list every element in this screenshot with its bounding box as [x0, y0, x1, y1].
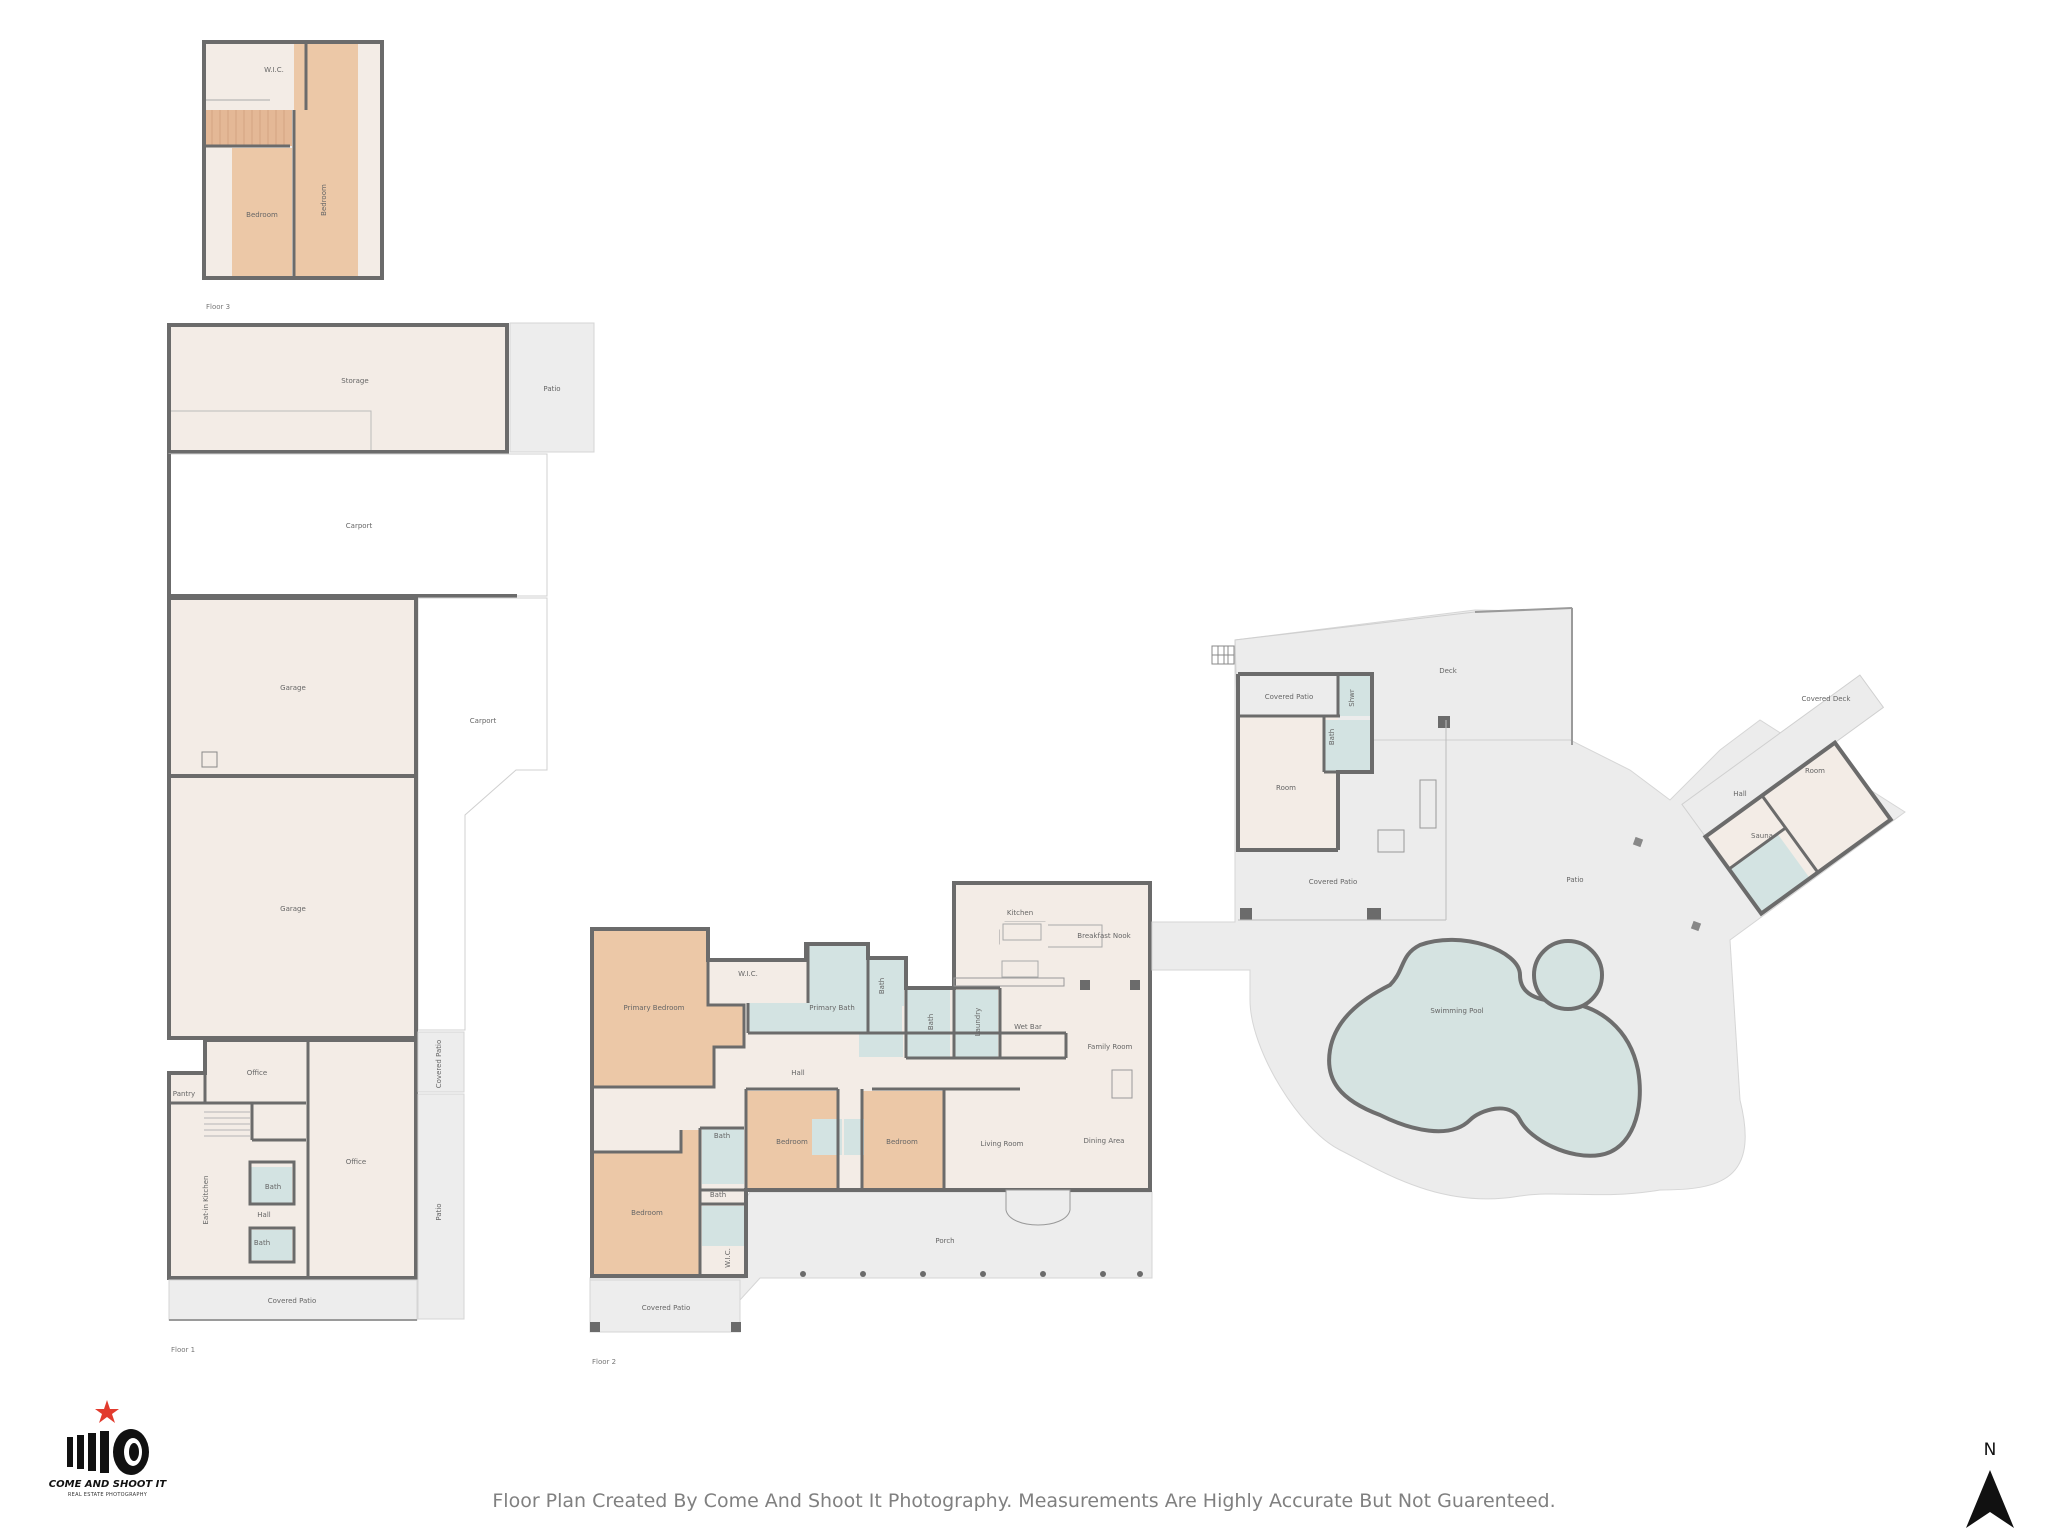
- floor-2-label: Floor 2: [592, 1358, 616, 1366]
- room-label-covered-patio: Covered Patio: [435, 1040, 443, 1089]
- room-label-garage: Garage: [280, 684, 306, 692]
- room-label-pantry: Pantry: [173, 1090, 195, 1098]
- swimming-pool: [1327, 937, 1642, 1158]
- compass-label: N: [1983, 1440, 1997, 1460]
- room-label-bath: Bath: [878, 978, 886, 994]
- room-label-kitchen: Kitchen: [1007, 909, 1033, 917]
- room-label-living-room: Living Room: [981, 1140, 1024, 1148]
- room-label-family-room: Family Room: [1088, 1043, 1133, 1051]
- company-logo: COME AND SHOOT IT REAL ESTATE PHOTOGRAPH…: [45, 1395, 170, 1510]
- room-label-covered-patio: Covered Patio: [1309, 878, 1358, 886]
- room-label-office: Office: [346, 1158, 366, 1166]
- room-label-primary-bath: Primary Bath: [809, 1004, 855, 1012]
- room-label-patio: Patio: [543, 385, 560, 393]
- room-label-bath: Bath: [714, 1132, 730, 1140]
- room-label-bath: Bath: [1328, 729, 1336, 745]
- room-label-covered-patio: Covered Patio: [268, 1297, 317, 1305]
- room-label-bedroom: Bedroom: [320, 184, 328, 216]
- room-label-garage: Garage: [280, 905, 306, 913]
- room-label-carport: Carport: [470, 717, 497, 725]
- room-label-hall: Hall: [257, 1211, 270, 1219]
- room-label-dining-area: Dining Area: [1084, 1137, 1125, 1145]
- room-label-room: Room: [1805, 767, 1825, 775]
- room-label-room: Room: [1276, 784, 1296, 792]
- logo-subtitle: REAL ESTATE PHOTOGRAPHY: [67, 1492, 148, 1498]
- floor-1-label: Floor 1: [171, 1346, 195, 1354]
- north-compass: N: [1960, 1440, 2020, 1530]
- floor-1-plan: Storage Patio Carport Carport Garage Gar…: [167, 322, 595, 1354]
- room-label-bedroom: Bedroom: [631, 1209, 663, 1217]
- room-label-porch: Porch: [935, 1237, 954, 1245]
- room-label-eat-in-kitchen: Eat-in Kitchen: [202, 1176, 210, 1225]
- room-label-primary-bedroom: Primary Bedroom: [624, 1004, 685, 1012]
- room-label-office: Office: [247, 1069, 267, 1077]
- north-arrow-icon: [1966, 1470, 2014, 1528]
- room-label-wet-bar: Wet Bar: [1014, 1023, 1042, 1031]
- room-label-bedroom: Bedroom: [776, 1138, 808, 1146]
- room-label-sauna: Sauna: [1751, 832, 1773, 840]
- floor-3-label: Floor 3: [206, 303, 230, 311]
- room-label-covered-patio: Covered Patio: [642, 1304, 691, 1312]
- room-label-hall: Hall: [1733, 790, 1746, 798]
- room-label-shower: Shwr: [1348, 689, 1356, 707]
- room-label-breakfast-nook: Breakfast Nook: [1077, 932, 1131, 940]
- floor-2-plan: Porch Covered Patio: [589, 881, 1153, 1366]
- room-label-wic: W.I.C.: [264, 66, 284, 74]
- room-label-bedroom: Bedroom: [246, 211, 278, 219]
- room-label-carport: Carport: [346, 522, 373, 530]
- room-label-wic: W.I.C.: [724, 1248, 732, 1268]
- room-label-covered-patio: Covered Patio: [1265, 693, 1314, 701]
- room-label-covered-deck: Covered Deck: [1802, 695, 1852, 703]
- floor-3-plan: W.I.C. Bedroom Bedroom Floor 3: [202, 40, 384, 311]
- room-label-bath: Bath: [265, 1183, 281, 1191]
- room-label-storage: Storage: [341, 377, 368, 385]
- room-label-bedroom: Bedroom: [886, 1138, 918, 1146]
- room-label-bath: Bath: [254, 1239, 270, 1247]
- room-label-bath: Bath: [710, 1191, 726, 1199]
- room-label-hall: Hall: [791, 1069, 804, 1077]
- room-label-wic: W.I.C.: [738, 970, 758, 978]
- room-label-patio: Patio: [1566, 876, 1583, 884]
- room-label-laundry: Laundry: [974, 1008, 982, 1037]
- camera-logo-icon: [67, 1400, 149, 1475]
- pool-area-plan: Deck Covered Patio Shwr Bath Room Covere…: [1151, 607, 1906, 1200]
- room-label-deck: Deck: [1439, 667, 1458, 675]
- footer-disclaimer: Floor Plan Created By Come And Shoot It …: [492, 1490, 1556, 1512]
- logo-title: COME AND SHOOT IT: [48, 1479, 167, 1490]
- room-label-swimming-pool: Swimming Pool: [1430, 1007, 1483, 1015]
- room-label-patio: Patio: [435, 1203, 443, 1220]
- room-label-bath: Bath: [927, 1014, 935, 1030]
